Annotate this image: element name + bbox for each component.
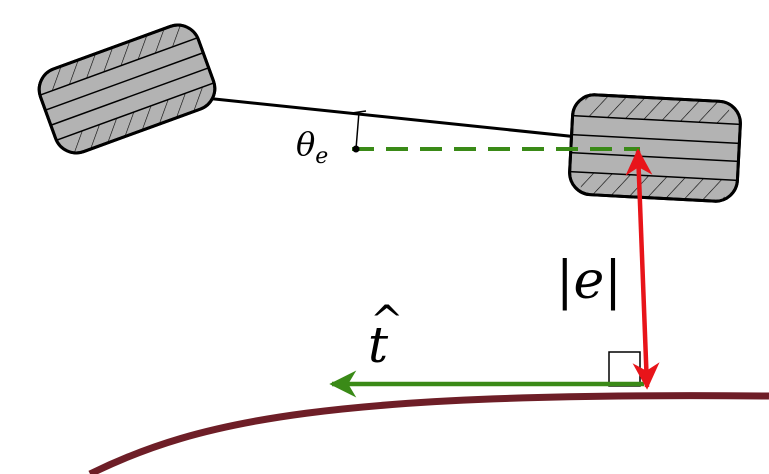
theta-symbol: θ: [296, 125, 315, 163]
heading-error-label: θe: [296, 125, 328, 169]
rear-wheel: [37, 23, 217, 155]
theta-subscript: e: [315, 144, 328, 169]
reference-path-curve: [88, 392, 769, 474]
tangent-hat-accent: ^: [370, 298, 404, 344]
vehicle-axle: [204, 96, 579, 139]
cross-track-error-arrow: [625, 148, 660, 390]
right-angle-marker: [608, 351, 641, 387]
heading-error-angle-marker: [351, 110, 367, 153]
tangent-label: t: [368, 316, 389, 374]
cross-track-error-label: |e|: [556, 251, 622, 311]
